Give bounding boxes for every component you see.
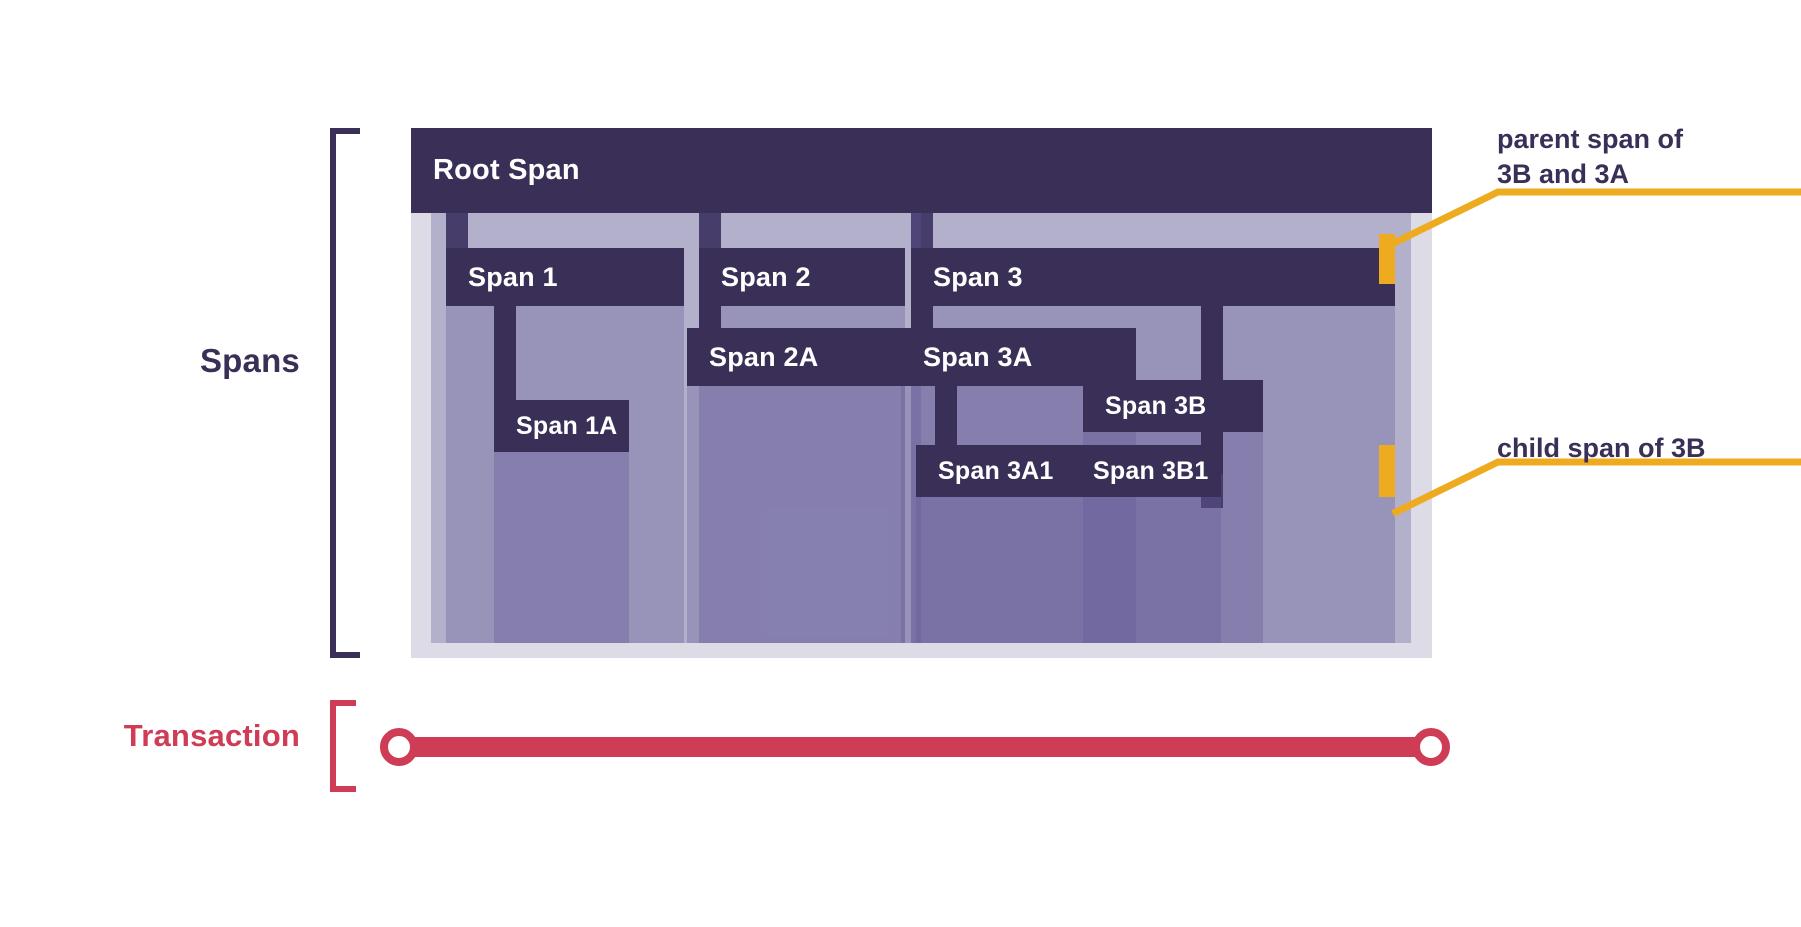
spans-axis-label: Spans [199,342,300,379]
span-3b-label: Span 3B [1105,391,1207,420]
span-3-bar: Span 3 [911,248,1395,306]
span-2a-label: Span 2A [709,341,819,372]
span-3b[interactable]: Span 3B [1083,380,1263,643]
transaction-track [380,728,1450,766]
span-3b1-bar: Span 3B1 [1071,445,1221,497]
span-3a-bar: Span 3A [901,328,1136,386]
span-3a1[interactable]: Span 3A1 [916,445,1071,643]
span-1a-bar: Span 1A [494,400,629,452]
span-2-bar: Span 2 [699,248,905,306]
span-1a-label: Span 1A [516,411,618,440]
span-3b1[interactable]: Span 3B1 [1071,445,1221,643]
stem-root-span1 [446,213,468,248]
span-3-label: Span 3 [933,261,1023,292]
callout-leader-line-child [1391,458,1801,517]
span-root[interactable]: Root Span [411,128,1432,213]
stem-span1-span1a [494,306,516,426]
marker-parent-span-of-3b-and-3a [1379,234,1395,284]
transaction-end-dot [1412,728,1450,766]
span-2-body [699,248,905,643]
spans-bracket [330,128,360,658]
span-2a-bar: Span 2A [687,328,905,386]
span-1-label: Span 1 [468,261,558,292]
span-2a[interactable]: Span 2A [687,328,905,643]
callout-label-parent: parent span of 3B and 3A [1497,124,1684,189]
callout-label-child: child span of 3B [1497,433,1706,463]
span-root-bar: Root Span [411,128,1432,213]
stem-root-span2 [699,213,721,248]
span-3a1-label: Span 3A1 [938,456,1054,485]
spans-panel: Root Span Span 1 Span 1A [411,128,1432,658]
span-3b1-label: Span 3B1 [1093,456,1209,485]
span-2-label: Span 2 [721,261,811,292]
span-root-label: Root Span [433,154,580,186]
callout-leader-line-parent [1391,188,1801,247]
transaction-bar [394,737,1434,757]
span-1-bar: Span 1 [446,248,684,306]
transaction-start-dot [380,728,418,766]
transaction-axis-label: Transaction [123,718,300,753]
span-1a[interactable]: Span 1A [494,400,629,643]
span-1[interactable]: Span 1 [446,248,684,643]
span-3a-label: Span 3A [923,341,1033,372]
stem-root-span3 [911,213,933,248]
span-2[interactable]: Span 2 [699,248,905,643]
marker-child-span-of-3b [1379,445,1395,497]
span-3a1-bar: Span 3A1 [916,445,1071,497]
transaction-bracket [330,700,356,792]
span-3b-bar: Span 3B [1083,380,1263,432]
